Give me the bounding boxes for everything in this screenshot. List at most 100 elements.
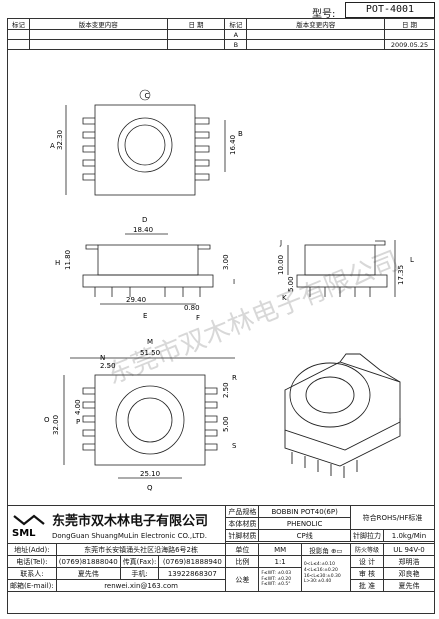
scale-value: 1:1 <box>258 555 302 568</box>
flame-label: 防火等级 <box>349 543 384 556</box>
dim-j-letter: J <box>279 239 282 247</box>
rev-cell: 2009.05.25 <box>384 39 435 50</box>
fax-label: 传真(Fax): <box>119 555 160 568</box>
tol-line: 4<L≤16:±0.20 <box>303 567 338 573</box>
unit-value: MM <box>258 543 302 556</box>
dim-a-value: 32.30 <box>56 130 64 150</box>
bottom-view-inner-circle <box>127 397 173 443</box>
tolerance-table-2: F≤WT: ±0.03 F≤WT: ±0.20 F≤WT: ±0.5° <box>258 567 302 592</box>
approve-label: 批 准 <box>349 579 384 592</box>
iso-outer-ring <box>289 362 371 428</box>
top-view-fins-right <box>195 117 210 181</box>
projection-cell: 投影角 ⊕▭ <box>300 543 351 556</box>
front-view-base <box>82 274 214 288</box>
design-value: 郑明浩 <box>382 555 436 568</box>
dim-f-letter: F <box>196 314 200 322</box>
bottom-view-fins-left <box>82 387 95 451</box>
dim-m-value: 51.50 <box>140 349 160 357</box>
email-label: 邮箱(E-mail): <box>7 579 57 592</box>
dim-d-value: 18.40 <box>133 226 153 234</box>
model-value: POT-4001 <box>345 2 435 18</box>
front-view-pins <box>94 287 201 297</box>
rev-cell <box>7 39 30 50</box>
dim-n-value: 2.50 <box>100 362 116 370</box>
dim-i-letter: I <box>233 278 235 286</box>
projection-icon: ⊕▭ <box>330 546 343 555</box>
top-view-outer-circle <box>117 117 173 173</box>
rev-cell: B <box>224 39 248 50</box>
tol-line: F≤WT: ±0.5° <box>261 582 291 588</box>
address-label: 地址(Add): <box>7 543 57 556</box>
side-view <box>287 240 396 297</box>
mobile-label: 手机: <box>119 567 160 580</box>
dim-l-letter: L <box>410 256 414 264</box>
design-label: 设 计 <box>349 555 384 568</box>
dim-i-value: 3.00 <box>222 254 230 270</box>
dim-p-letter: P <box>76 418 80 426</box>
revision-row: B 2009.05.25 <box>7 39 435 50</box>
dim-b-letter: B <box>238 130 243 138</box>
revision-table: 标记 版本变更内容 日 期 标记 版本变更内容 日 期 A B 2009.05.… <box>7 18 435 50</box>
tol-line: 16<L≤30:±0.30 <box>303 573 341 579</box>
tolerance-table: 0<L≤4:±0.10 4<L≤16:±0.20 16<L≤30:±0.30 L… <box>300 555 351 592</box>
contact-value: 夏先伟 <box>55 567 121 580</box>
top-view-inner-circle <box>124 124 166 166</box>
front-view-core <box>97 244 199 276</box>
bottom-view-body <box>94 374 206 466</box>
product-spec-label: 产品规格 <box>225 505 260 518</box>
dim-q-value: 25.10 <box>140 470 160 478</box>
dim-o-value: 32.00 <box>52 415 60 435</box>
unit-label: 单位 <box>225 543 260 556</box>
dim-f-value: 0.80 <box>184 304 200 312</box>
approve-value: 夏先伟 <box>382 579 436 592</box>
dim-h-letter: H <box>55 259 60 267</box>
tol-line: L>30:±0.40 <box>303 579 332 585</box>
tol-line: F≤WT: ±0.20 <box>261 576 292 582</box>
bottom-view <box>63 357 235 479</box>
pin-material-value: CP线 <box>258 529 351 542</box>
compliance: 符合ROHS/HF标准 <box>349 505 436 530</box>
dim-n-letter: N <box>100 354 105 362</box>
dim-e-letter: E <box>143 312 147 320</box>
dim-b-value: 16.40 <box>229 135 237 155</box>
body-material-label: 本体材质 <box>225 517 260 530</box>
iso-flange-top <box>284 361 401 451</box>
dim-s-letter: S <box>232 442 237 450</box>
dim-k-letter: K <box>282 294 287 302</box>
tol-line: F≤WT: ±0.03 <box>261 571 292 577</box>
iso-tabs <box>339 353 401 383</box>
isometric-view <box>284 353 401 478</box>
technical-drawing: 东莞市双木林电子有限公司 C A 32.30 B 16.40 18.40 D H… <box>44 89 414 492</box>
bottom-view-fins-right <box>205 387 218 451</box>
company-name-cn: 东莞市双木林电子有限公司 <box>52 513 209 529</box>
product-spec-value: BOBBIN POT40(6P) <box>258 505 351 518</box>
mobile-value: 13922868307 <box>158 567 227 580</box>
bottom-view-outer-circle <box>115 385 185 455</box>
circle-c-label: C <box>145 92 150 100</box>
iso-base <box>284 418 401 467</box>
pin-pull-value: 1.0kg/Min <box>382 529 436 542</box>
dim-m-letter: M <box>147 338 153 346</box>
tel-label: 电话(Tel): <box>7 555 57 568</box>
dim-p-value: 4.00 <box>74 399 82 415</box>
iso-pins <box>291 452 358 478</box>
side-view-base <box>296 274 388 288</box>
check-value: 邓良艳 <box>382 567 436 580</box>
front-view <box>82 233 214 305</box>
tol-line: 0<L≤4:±0.10 <box>303 562 336 568</box>
pin-material-label: 针脚材质 <box>225 529 260 542</box>
company-cell: 东莞市双木林电子有限公司 DongGuan ShuangMuLin Electr… <box>6 505 227 544</box>
dim-o-letter: O <box>44 416 50 424</box>
dim-j-value: 10.00 <box>277 255 285 275</box>
pin-pull-label: 针脚拉力 <box>349 529 384 542</box>
title-block: 东莞市双木林电子有限公司 DongGuan ShuangMuLin Electr… <box>6 505 436 592</box>
flame-value: UL 94V-0 <box>382 543 436 556</box>
front-view-flange <box>85 244 211 250</box>
fax-value: (0769)81888940 <box>158 555 227 568</box>
iso-inner-ring <box>305 376 355 414</box>
projection-label: 投影角 <box>309 546 329 555</box>
watermark-text: 东莞市双木林电子有限公司 <box>103 246 404 391</box>
address-value: 东莞市长安镇涌头社区沿海路6号2栋 <box>55 543 227 556</box>
dim-l-value: 17.35 <box>397 265 405 285</box>
tolerance-label: 公差 <box>225 567 260 592</box>
